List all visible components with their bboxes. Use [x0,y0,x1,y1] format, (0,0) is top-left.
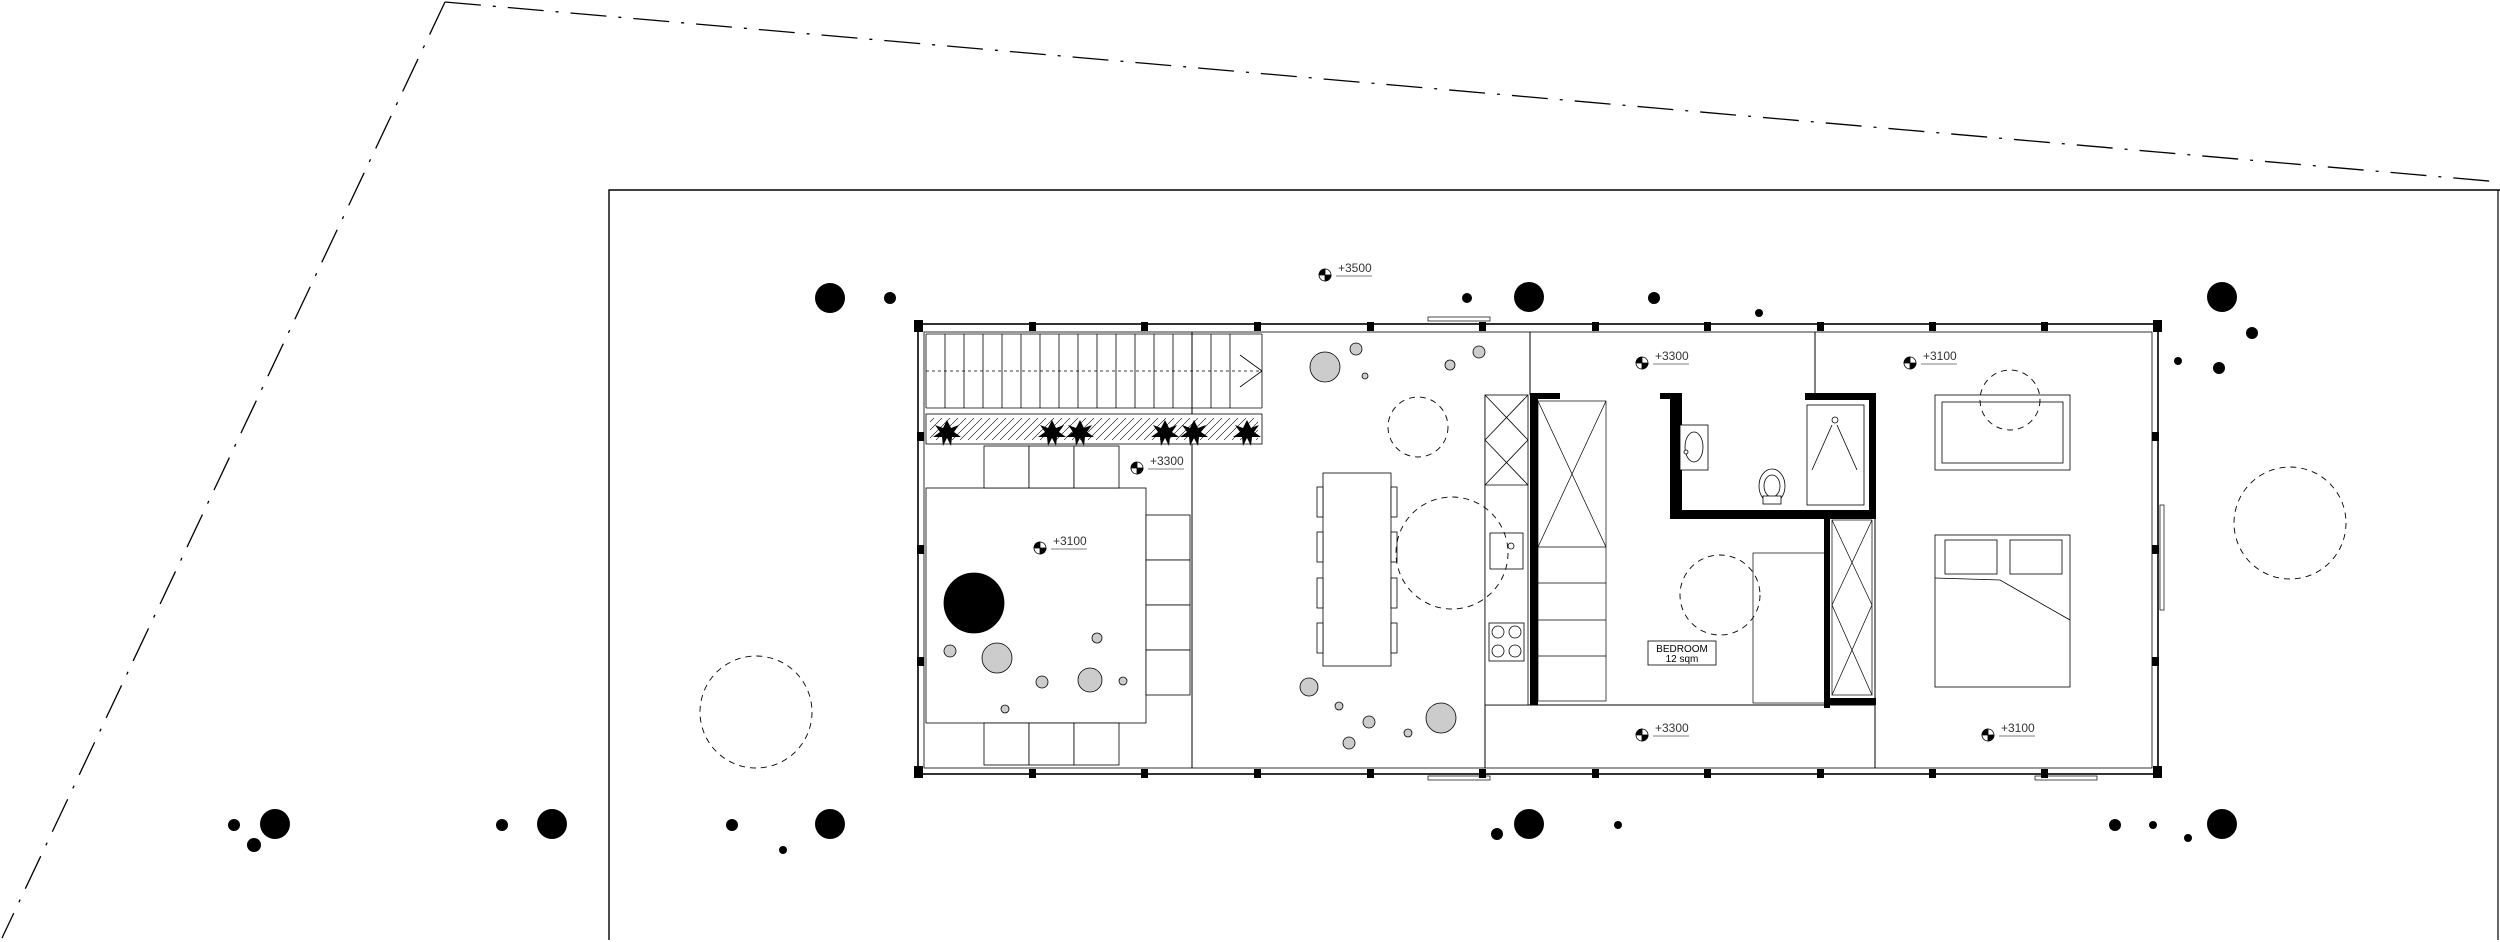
level-marker-text: +3300 [1150,454,1184,468]
level-marker-symbols [1033,268,1995,742]
windows [1427,316,2165,781]
level-marker-text: +3100 [1923,349,1957,363]
level-marker-text: +3300 [1655,349,1689,363]
level-marker-text: +3300 [1655,721,1689,735]
decorative-objects [943,342,1957,750]
room-label: BEDROOM 12 sqm [1647,640,1717,666]
room-area: 12 sqm [1666,654,1699,665]
planter [925,413,1263,446]
level-marker-text: +3100 [2001,721,2035,735]
bathtub [1934,394,2071,471]
dining-set [925,445,1191,766]
level-marker-underlines [1051,275,2035,737]
wardrobe [1537,400,1607,702]
plot-outline [608,189,2500,940]
kitchen-counter [1484,394,1529,706]
structural-posts [914,320,2162,778]
level-marker-text: +3100 [1053,534,1087,548]
kitchen-island [1316,472,1398,667]
bedroom-wardrobe [1752,519,1873,704]
level-marker-text: +3500 [1338,261,1372,275]
dashed-circles [699,369,2347,769]
site-dots [228,282,2258,854]
thick-walls [1530,393,1876,708]
room-name: BEDROOM [1656,644,1708,655]
bed [1934,534,2071,688]
staircase [925,333,1263,409]
bathroom-fixtures [1679,404,1865,506]
